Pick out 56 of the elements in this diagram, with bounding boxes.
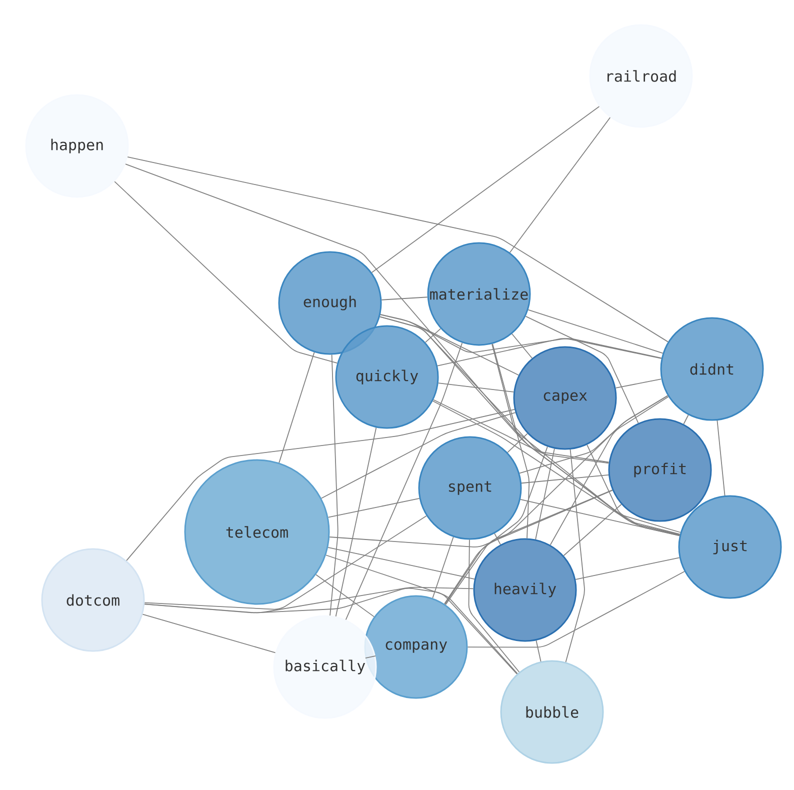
edge-line <box>278 352 315 464</box>
edge-line <box>520 499 680 536</box>
edge-line <box>321 412 516 499</box>
edge-line <box>330 354 338 616</box>
edge-line <box>586 444 681 533</box>
edge-line <box>381 296 428 300</box>
edge-line <box>563 504 622 556</box>
edge-line <box>371 106 600 273</box>
edge-line <box>424 328 442 343</box>
edge-line <box>316 574 375 618</box>
edge-line <box>494 533 501 545</box>
edge-line <box>512 333 532 359</box>
edge-line <box>444 395 668 605</box>
edge-line <box>433 399 610 464</box>
edge-line <box>329 490 613 548</box>
edge-line <box>432 400 680 536</box>
edge-line <box>467 571 685 648</box>
edge-line <box>335 427 377 617</box>
edge-line <box>615 378 662 388</box>
edge-line <box>142 614 276 654</box>
edge-line <box>716 420 726 496</box>
edge-line <box>365 655 376 659</box>
edge-line <box>144 586 474 614</box>
edge-line <box>507 433 528 453</box>
edge-line <box>326 554 518 674</box>
edge-line <box>521 474 609 484</box>
edge-line <box>379 316 610 463</box>
edge-line <box>565 449 585 663</box>
edge-line <box>444 446 548 604</box>
edge-line <box>144 588 518 674</box>
edge-line <box>345 342 463 620</box>
edge-line <box>127 156 668 342</box>
edge-line <box>379 316 680 535</box>
edge-line <box>437 338 662 366</box>
edge-line <box>126 409 515 562</box>
edge-line <box>328 498 420 518</box>
edge-line <box>519 395 668 474</box>
edge-line <box>432 536 454 598</box>
edge-line <box>536 640 542 662</box>
edge-line <box>380 314 520 376</box>
edge-line <box>468 539 520 672</box>
edge-line <box>380 314 662 359</box>
edge-line <box>535 448 555 540</box>
edge-line <box>528 309 664 354</box>
edge-line <box>525 316 639 424</box>
edge-line <box>509 117 611 253</box>
edge-line <box>550 396 669 546</box>
edge-line <box>575 557 680 580</box>
edge-line <box>492 344 680 536</box>
edge-line <box>445 490 613 606</box>
edge-line <box>328 546 475 580</box>
edge-line <box>492 343 530 539</box>
edge-line <box>114 181 338 364</box>
edge-line <box>144 515 427 610</box>
edge-line <box>438 382 514 392</box>
edge-line <box>683 414 689 424</box>
